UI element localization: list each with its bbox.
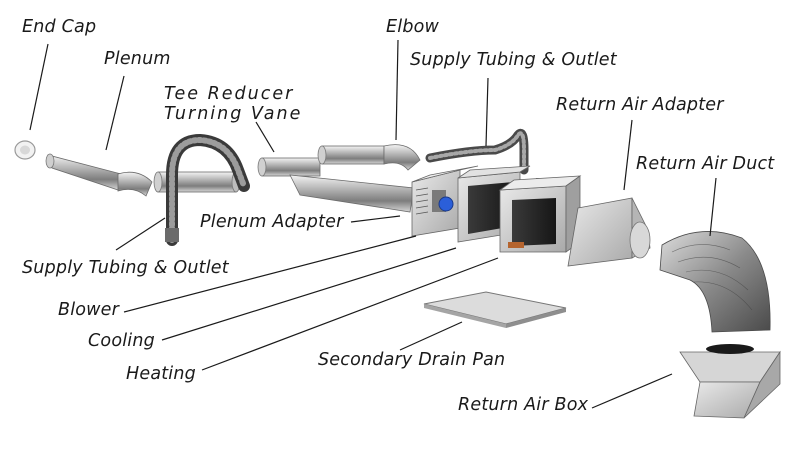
- heating-part: [498, 175, 582, 253]
- label-heating: Heating: [126, 364, 196, 384]
- label-supply-tubing-bottom: Supply Tubing & Outlet: [22, 258, 229, 278]
- leader-supply-tubing-top: [485, 77, 489, 147]
- supply-tubing-left-part: [165, 133, 250, 246]
- label-tee-reducer: Tee Reducer: [164, 84, 295, 104]
- leader-secondary-drain-pan: [399, 321, 463, 351]
- leader-turning-vane: [255, 121, 275, 153]
- label-plenum-adapter: Plenum Adapter: [200, 212, 344, 232]
- label-end-cap: End Cap: [22, 17, 97, 37]
- label-supply-tubing-top: Supply Tubing & Outlet: [410, 50, 617, 70]
- return-air-box-part: [679, 344, 781, 419]
- leader-return-air-box: [591, 373, 673, 409]
- end-cap-part: [14, 140, 36, 160]
- label-elbow: Elbow: [386, 17, 440, 37]
- label-secondary-drain-pan: Secondary Drain Pan: [318, 350, 506, 370]
- leader-blower: [123, 235, 417, 313]
- label-return-air-duct: Return Air Duct: [636, 154, 775, 174]
- leader-plenum-adapter: [350, 215, 401, 223]
- leader-lines: [29, 39, 717, 409]
- elbow-part: [317, 144, 421, 171]
- label-cooling: Cooling: [88, 331, 155, 351]
- leader-plenum: [105, 75, 125, 151]
- label-turning-vane: Turning Vane: [164, 104, 303, 124]
- label-blower: Blower: [58, 300, 120, 320]
- blower-part: [411, 165, 479, 237]
- return-air-duct-part: [659, 231, 771, 333]
- leader-heating: [201, 257, 499, 371]
- return-air-adapter-part: [567, 197, 651, 267]
- leader-end-cap: [29, 43, 49, 131]
- label-plenum: Plenum: [104, 49, 171, 69]
- leader-elbow: [395, 39, 399, 141]
- leader-cooling: [161, 247, 457, 341]
- leader-return-air-duct: [709, 177, 717, 237]
- label-return-air-adapter: Return Air Adapter: [556, 95, 724, 115]
- main-duct-part: [289, 174, 415, 213]
- turning-vane-part: [257, 157, 321, 177]
- plenum-part: [45, 153, 153, 197]
- secondary-drain-pan-part: [423, 291, 567, 328]
- label-return-air-box: Return Air Box: [458, 395, 589, 415]
- leader-supply-tubing-bottom: [115, 217, 166, 251]
- leader-return-air-adapter: [623, 119, 633, 191]
